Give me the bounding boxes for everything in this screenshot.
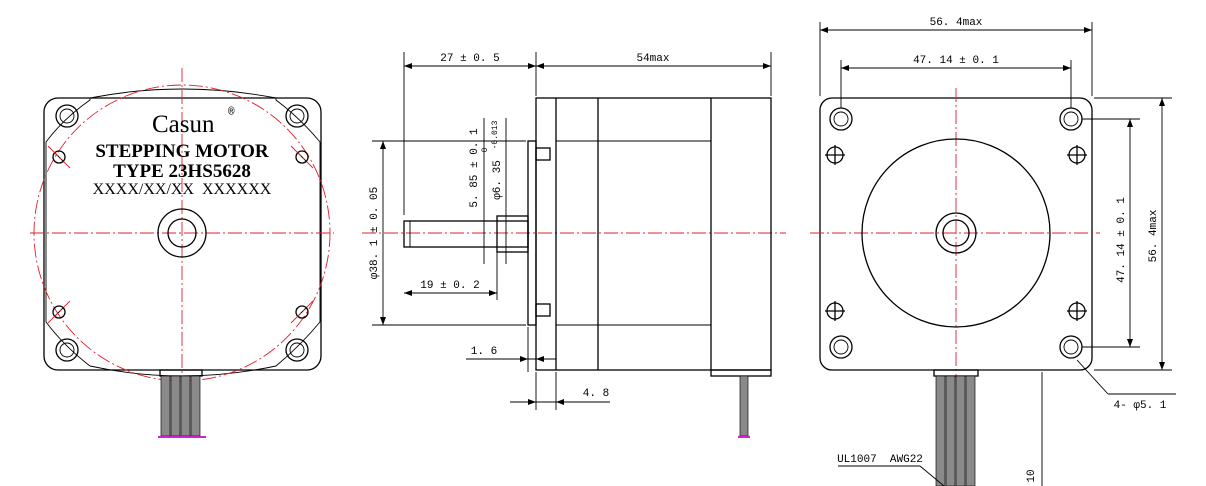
front-shaft: [167, 218, 197, 248]
dim-flat-depth: 5. 85 ± 0. 1: [469, 128, 481, 208]
dim-shaft-diameter: φ6. 35: [492, 160, 504, 200]
dim-shaft-tol-lower: -0.013: [491, 120, 500, 149]
rear-view: 56. 4max 47. 14 ± 0. 1 47. 14 ± 0. 1 56.…: [810, 17, 1176, 486]
nameplate-serial: XXXX/XX/XX XXXXXX: [93, 181, 272, 198]
dim-mount-holes: 4- φ5. 1: [1114, 400, 1167, 412]
front-view: Casun ® STEPPING MOTOR TYPE 23HS5628 XXX…: [30, 68, 334, 438]
side-motor-body: [535, 97, 772, 371]
side-shaft: [403, 220, 529, 248]
rear-shaft: [942, 219, 970, 247]
rear-housing-circle: [861, 138, 1051, 328]
rear-lead-wires: [933, 369, 979, 486]
dim-cable-length: 10: [1026, 469, 1038, 482]
dim-hole-spacing-v: 47. 14 ± 0. 1: [1116, 197, 1128, 283]
front-corner-holes: [55, 104, 309, 362]
dim-body-length: 54max: [636, 53, 669, 65]
brand-registered-mark: ®: [228, 107, 235, 119]
dim-pilot-height: 1. 6: [471, 346, 497, 358]
dim-overall-width: 56. 4max: [930, 17, 983, 29]
dim-shaft-length: 27 ± 0. 5: [440, 53, 499, 65]
dim-flange-thickness: 4. 8: [583, 388, 609, 400]
cable-spec: UL1007 AWG22: [837, 454, 923, 466]
dim-shaft-tol-upper: 0: [481, 147, 490, 152]
dim-pilot-diameter: φ38. 1 ± 0. 05: [369, 187, 381, 279]
brand-name: Casun: [152, 111, 215, 138]
front-screw-heads: [47, 145, 314, 324]
nameplate-title: STEPPING MOTOR: [95, 141, 269, 162]
nameplate-type: TYPE 23HS5628: [113, 161, 251, 182]
dim-overall-height: 56. 4max: [1148, 209, 1160, 262]
dim-hole-spacing-h: 47. 14 ± 0. 1: [913, 55, 999, 67]
rear-shaft-boss: [935, 212, 977, 254]
front-shaft-boss: [157, 208, 207, 258]
side-screw-top: [535, 147, 551, 161]
dim-flat-length: 19 ± 0. 2: [420, 280, 479, 292]
rear-mount-holes: [829, 107, 1083, 359]
side-screw-bottom: [535, 303, 551, 317]
side-shaft-collar: [496, 215, 529, 253]
rear-screws: [825, 145, 1087, 321]
side-view: 27 ± 0. 5 54max φ38. 1 ± 0. 05 5. 85 ± 0…: [362, 52, 786, 438]
side-lead-wire: [710, 369, 772, 438]
front-body-contour: [45, 88, 321, 377]
front-lead-wires: [158, 369, 206, 438]
front-flange-outline: [43, 97, 322, 371]
